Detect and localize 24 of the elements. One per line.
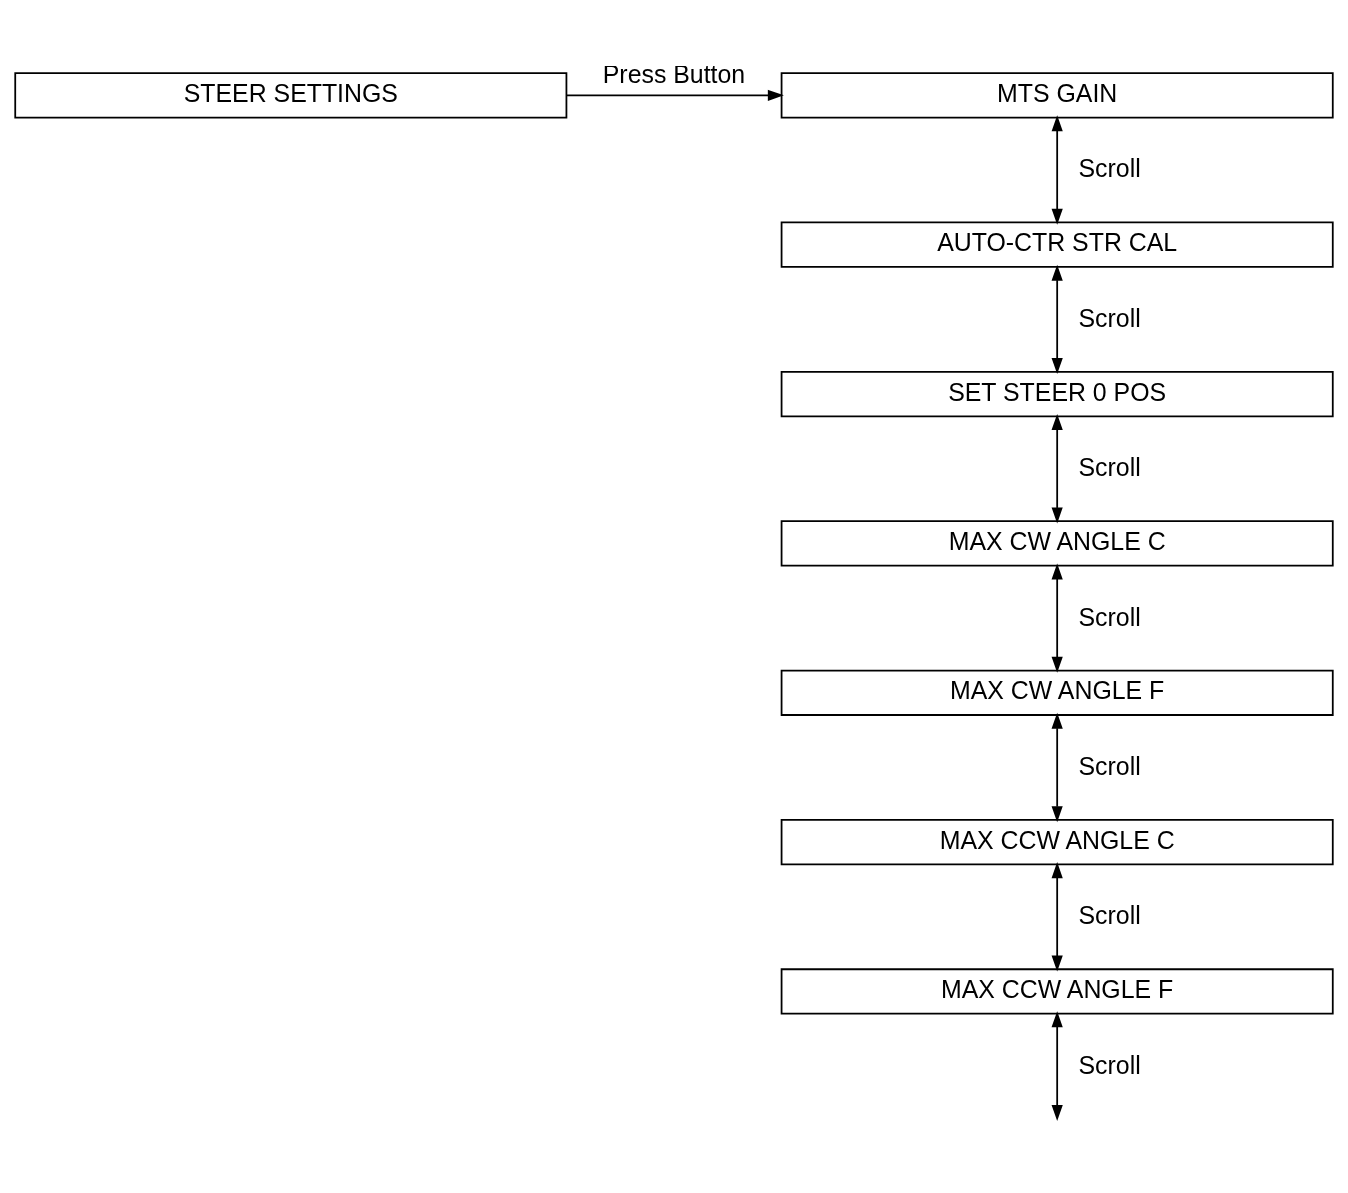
edge-label: Scroll: [1078, 303, 1141, 332]
edge-label: Scroll: [1078, 453, 1141, 482]
arrow: [1051, 1011, 1063, 1122]
arrow: [1051, 563, 1063, 673]
node-box: MAX CCW ANGLE C: [780, 819, 1334, 866]
edge-label: Scroll: [1078, 1050, 1141, 1079]
edge-label: Scroll: [1078, 901, 1141, 930]
arrow: [1051, 862, 1063, 972]
node-box: MTS GAIN: [780, 72, 1334, 119]
edge-label: Scroll: [1078, 602, 1141, 631]
arrow: [1051, 712, 1063, 823]
arrow: [1051, 414, 1063, 524]
node-box: MAX CW ANGLE F: [780, 669, 1334, 716]
arrow: [566, 89, 784, 101]
node-box: STEER SETTINGS: [14, 72, 568, 119]
node-box: AUTO-CTR STR CAL: [780, 221, 1334, 268]
node-box: MAX CW ANGLE C: [780, 520, 1334, 567]
edge-label: Scroll: [1078, 154, 1141, 183]
arrow: [1051, 115, 1063, 225]
edge-label: Press Button: [602, 60, 746, 89]
arrow: [1051, 264, 1063, 375]
edge-label: Scroll: [1078, 751, 1141, 780]
node-box: MAX CCW ANGLE F: [780, 968, 1334, 1015]
node-box: SET STEER 0 POS: [780, 370, 1334, 418]
